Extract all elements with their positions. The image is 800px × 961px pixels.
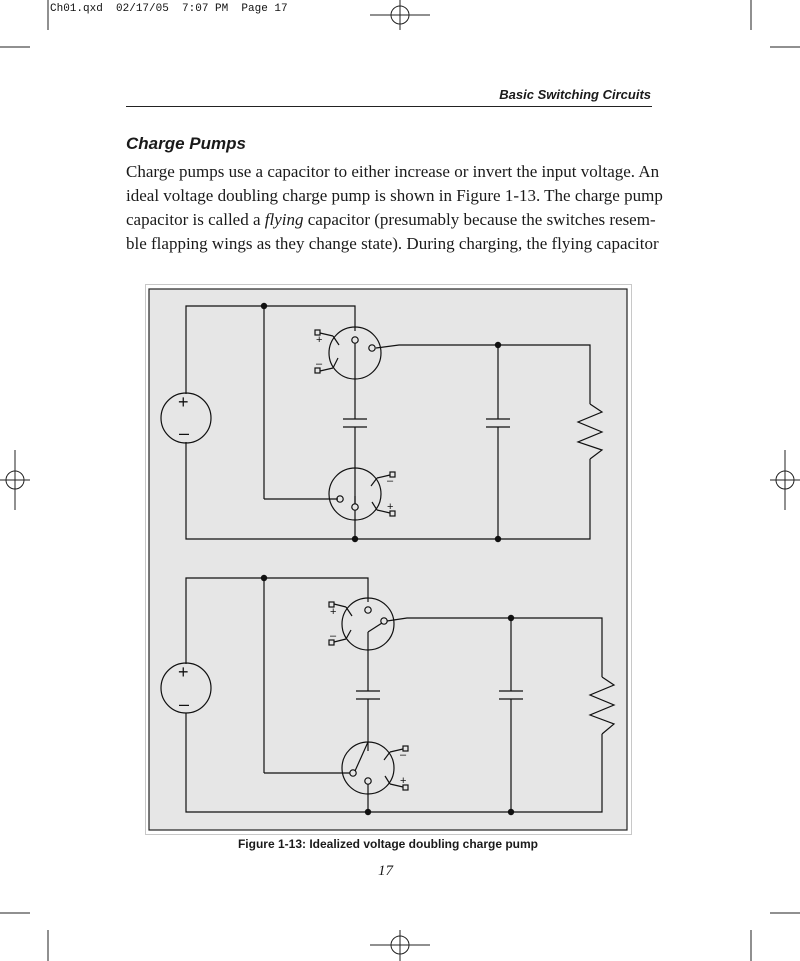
wire — [185, 577, 369, 664]
figure-frame — [145, 284, 632, 835]
paragraph-line: Charge pumps use a capacitor to either i… — [126, 162, 660, 181]
registration-mark-left — [0, 450, 30, 510]
switch-minus-label: – — [387, 475, 394, 487]
output-capacitor-icon — [499, 690, 523, 700]
switch-minus-label: – — [316, 358, 323, 370]
switch-bottom-icon — [341, 741, 409, 795]
load-resistor-icon — [576, 403, 604, 460]
switch-plus-label: + — [330, 606, 336, 618]
wire — [185, 442, 591, 540]
figure-background — [148, 288, 628, 831]
paragraph-line-start: capacitor is called a — [126, 210, 265, 229]
wire — [185, 713, 603, 813]
source-minus-sign: – — [179, 694, 189, 714]
circuit-charging — [160, 305, 604, 540]
source-plus-sign: + — [178, 392, 189, 412]
switch-plus-label: + — [400, 775, 406, 787]
switch-plus-label: + — [387, 501, 393, 513]
flying-capacitor-icon — [343, 418, 367, 428]
paragraph-line-rest: capacitor (presumably because the switch… — [303, 210, 656, 229]
running-head: Basic Switching Circuits — [499, 87, 651, 102]
section-title: Charge Pumps — [126, 134, 246, 153]
flying-capacitor-icon — [356, 690, 380, 700]
header-rule — [126, 106, 652, 107]
figure-caption: Figure 1-13: Idealized voltage doubling … — [237, 837, 539, 851]
load-resistor-icon — [588, 676, 616, 735]
voltage-source-icon — [160, 392, 212, 444]
registration-mark-top — [370, 0, 430, 30]
charge-pump-schematic: + – + – – + — [148, 288, 628, 831]
page-number: 17 — [378, 863, 393, 879]
registration-mark-right — [770, 450, 800, 510]
switch-minus-label: – — [330, 630, 337, 642]
registration-mark-bottom — [370, 930, 430, 961]
body-paragraph: Charge pumps use a capacitor to either i… — [126, 160, 663, 256]
junction-dots — [260, 302, 502, 543]
printer-slug: Ch01.qxd 02/17/05 7:07 PM Page 17 — [50, 3, 288, 15]
paragraph-line: ideal voltage doubling charge pump is sh… — [126, 186, 663, 205]
switch-plus-label: + — [316, 334, 322, 346]
paragraph-line: ble flapping wings as they change state)… — [126, 234, 659, 253]
output-capacitor-icon — [486, 418, 510, 428]
wire — [185, 305, 356, 394]
wire — [386, 617, 603, 677]
voltage-source-icon — [160, 662, 212, 714]
italic-term: flying — [264, 210, 304, 229]
switch-top-icon — [328, 597, 395, 651]
source-plus-sign: + — [178, 662, 189, 682]
paragraph-line: capacitor is called a flying capacitor (… — [126, 208, 656, 232]
switch-minus-label: – — [400, 749, 407, 761]
switch-top-icon — [314, 326, 382, 380]
junction-dots — [260, 574, 515, 816]
switch-bottom-icon — [328, 467, 396, 521]
source-minus-sign: – — [179, 423, 189, 443]
wire — [375, 344, 591, 404]
circuit-pumping — [160, 577, 616, 813]
